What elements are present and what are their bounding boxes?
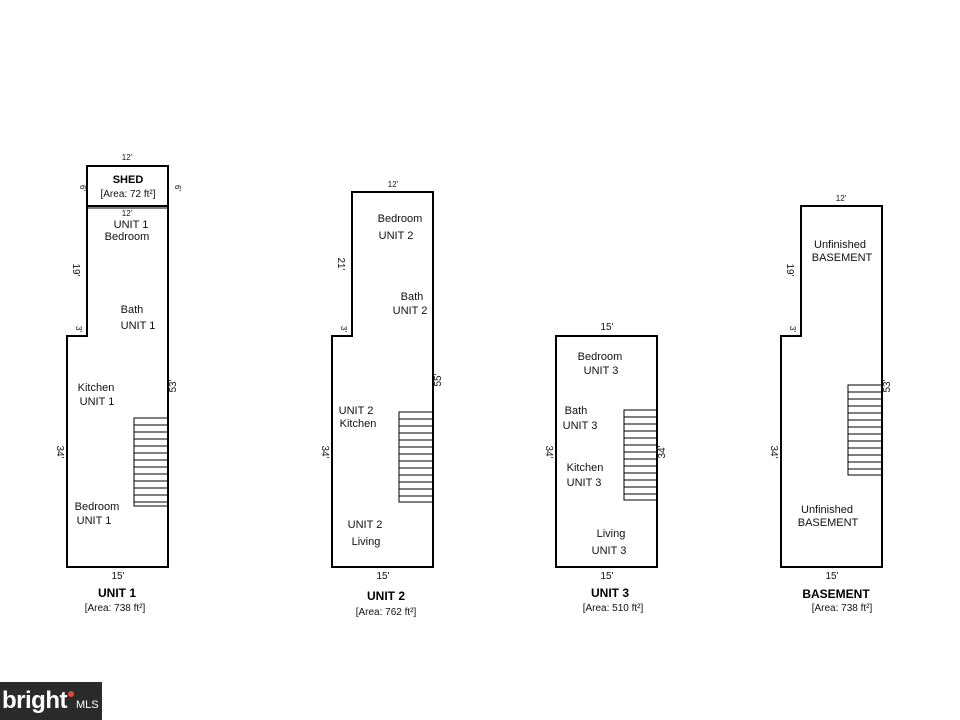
unit1-upper-left-dim: 19' xyxy=(70,263,81,276)
unit2-bedroom-line2: UNIT 2 xyxy=(379,230,414,242)
unit2-top-dim: 12' xyxy=(388,180,399,189)
unit2-stair-treads xyxy=(399,418,433,497)
shed-outline xyxy=(86,165,169,207)
unit2-bedroom-line1: Bedroom xyxy=(378,213,423,225)
shed-area: [Area: 72 ft²] xyxy=(100,189,155,200)
unit2-kitchen-line2: Kitchen xyxy=(340,418,377,430)
unit2-kitchen-line1: UNIT 2 xyxy=(339,405,374,417)
basement-bottom-line1: Unfinished xyxy=(801,504,853,516)
unit1-bottom-dim: 15' xyxy=(111,571,124,582)
unit2-upper-left-dim: 21' xyxy=(335,257,346,270)
basement-step-dim: 3' xyxy=(788,326,797,332)
unit1-shed-left-dim: 6' xyxy=(78,185,87,191)
unit3-right-dim: 34' xyxy=(657,445,668,458)
unit2-living-line2: Living xyxy=(352,536,381,548)
unit3-bath-line2: UNIT 3 xyxy=(563,420,598,432)
unit3-area: [Area: 510 ft²] xyxy=(583,603,644,614)
basement-top-line2: BASEMENT xyxy=(812,252,873,264)
basement-title: BASEMENT xyxy=(802,587,870,601)
basement-right-dim: 53' xyxy=(882,379,893,392)
watermark-brand: bright xyxy=(2,687,67,714)
unit1-bedroom-top-line2: Bedroom xyxy=(105,231,150,243)
unit1-outline xyxy=(66,206,169,568)
watermark-suffix: MLS xyxy=(75,699,99,711)
unit1-stairs xyxy=(133,417,169,507)
unit2-plan: 12' 21' 3' 55' 34' 15' Bedroom UNIT 2 Ba… xyxy=(319,180,444,618)
unit2-bottom-dim: 15' xyxy=(376,571,389,582)
unit1-kitchen-line1: Kitchen xyxy=(78,382,115,394)
unit1-lower-left-dim: 34' xyxy=(54,445,65,458)
unit3-top-dim: 15' xyxy=(600,322,613,333)
unit3-kitchen-line2: UNIT 3 xyxy=(567,477,602,489)
unit3-bedroom-line2: UNIT 3 xyxy=(584,365,619,377)
unit1-area: [Area: 738 ft²] xyxy=(85,603,146,614)
unit1-bath-line1: Bath xyxy=(121,304,144,316)
unit2-bath-line2: UNIT 2 xyxy=(393,305,428,317)
unit1-shed-top-dim: 12' xyxy=(122,153,133,162)
unit1-bedroom-top-line1: UNIT 1 xyxy=(114,219,149,231)
unit2-lower-left-dim: 34' xyxy=(319,445,330,458)
basement-lower-left-dim: 34' xyxy=(768,445,779,458)
unit3-left-dim: 34' xyxy=(543,445,554,458)
basement-stairs-box xyxy=(847,384,883,476)
unit3-kitchen-line1: Kitchen xyxy=(567,462,604,474)
unit2-outline xyxy=(331,191,434,568)
basement-plan: 12' 19' 3' 53' 34' 15' Unfinished BASEME… xyxy=(768,194,893,614)
unit1-plan: 12' 6' 6' SHED [Area: 72 ft²] 12' 19' 3'… xyxy=(54,153,182,614)
unit3-bath-line1: Bath xyxy=(565,405,588,417)
basement-upper-left-dim: 19' xyxy=(784,263,795,276)
unit3-living-line2: UNIT 3 xyxy=(592,545,627,557)
shed-title: SHED xyxy=(113,174,144,186)
unit1-step-dim: 3' xyxy=(74,326,83,332)
unit1-title: UNIT 1 xyxy=(98,586,136,600)
unit1-upper-top-dim: 12' xyxy=(122,209,133,218)
unit3-living-line1: Living xyxy=(597,528,626,540)
unit3-title: UNIT 3 xyxy=(591,586,629,600)
basement-top-dim: 12' xyxy=(836,194,847,203)
unit3-bottom-dim: 15' xyxy=(600,571,613,582)
unit2-step-dim: 3' xyxy=(339,326,348,332)
stairs-box xyxy=(133,417,169,507)
unit2-title: UNIT 2 xyxy=(367,589,405,603)
bright-mls-watermark: bright MLS xyxy=(0,682,102,720)
unit1-right-dim: 53' xyxy=(168,379,179,392)
unit3-plan: 15' 34' 34' 15' Bedroom UNIT 3 Bath UNIT… xyxy=(543,322,668,614)
unit1-bedroom-bottom-line2: UNIT 1 xyxy=(77,515,112,527)
basement-top-line1: Unfinished xyxy=(814,239,866,251)
unit1-stair-treads xyxy=(134,424,168,503)
basement-bottom-dim: 15' xyxy=(825,571,838,582)
basement-stair-treads xyxy=(848,391,882,470)
unit1-kitchen-line2: UNIT 1 xyxy=(80,396,115,408)
unit3-bedroom-line1: Bedroom xyxy=(578,351,623,363)
unit1-bath-line2: UNIT 1 xyxy=(121,320,156,332)
unit1-shed-right-dim: 6' xyxy=(173,185,182,191)
unit2-stairs-box xyxy=(398,411,434,503)
basement-outline xyxy=(780,205,883,568)
basement-bottom-line2: BASEMENT xyxy=(798,517,859,529)
watermark-dot-icon xyxy=(67,691,74,697)
basement-area: [Area: 738 ft²] xyxy=(812,603,873,614)
unit1-bedroom-bottom-line1: Bedroom xyxy=(75,501,120,513)
unit2-living-line1: UNIT 2 xyxy=(348,519,383,531)
unit3-stair-treads xyxy=(624,416,657,495)
unit2-right-dim: 55' xyxy=(433,373,444,386)
unit3-stairs-box xyxy=(623,409,658,501)
unit2-bath-line1: Bath xyxy=(401,291,424,303)
unit2-area: [Area: 762 ft²] xyxy=(356,607,417,618)
